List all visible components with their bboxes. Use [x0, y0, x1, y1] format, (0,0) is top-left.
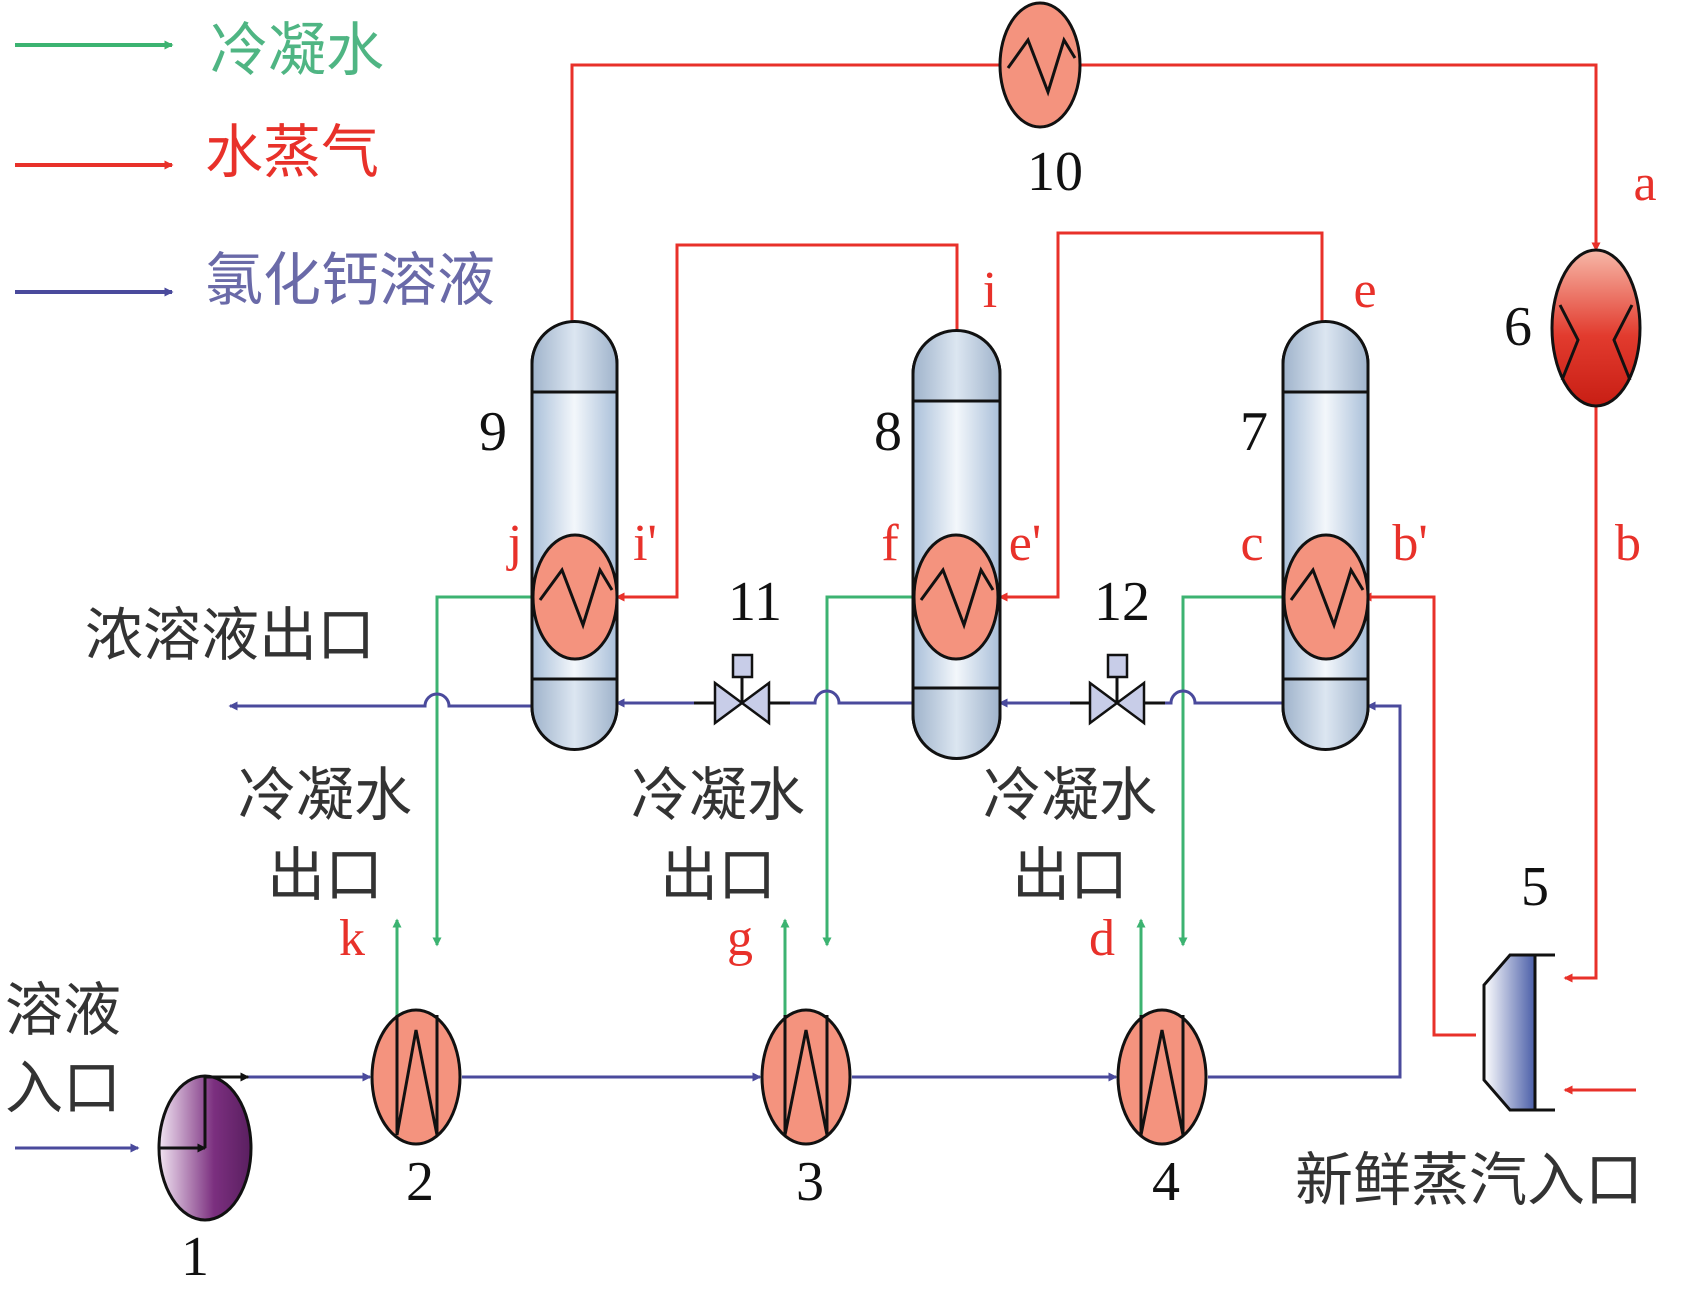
preheater-3-icon: [760, 1008, 852, 1146]
equipment-number-6: 6: [1504, 296, 1532, 358]
condensate-outlet-7-label-line2: 出口: [1012, 841, 1128, 909]
stream-point-labels: a b b' c d e e' f g i i' j k: [339, 155, 1657, 967]
legend-solution-label: 氯化钙溶液: [205, 246, 495, 314]
pump-1-icon: [157, 1072, 253, 1222]
column-9-heat-exchanger-icon: [531, 533, 619, 661]
condensate-outlet-8-label-line2: 出口: [660, 841, 776, 909]
condensate-outlet-8-label-line1: 冷凝水: [631, 761, 805, 829]
steam-mixer-5-icon: [1482, 953, 1555, 1112]
stream-point-g: g: [727, 910, 753, 967]
concentrate-outlet-label: 浓溶液出口: [85, 601, 375, 669]
legend-condensate-label: 冷凝水: [210, 16, 384, 84]
condensate-outlet-9-label-line1: 冷凝水: [238, 761, 412, 829]
equipment-number-5: 5: [1521, 856, 1549, 918]
stream-point-k: k: [339, 910, 365, 967]
condensate-outlet-7-label-line1: 冷凝水: [983, 761, 1157, 829]
stream-point-b: b: [1615, 515, 1641, 572]
compressor-6-icon: [1550, 248, 1642, 408]
condensate-lines: [392, 595, 1283, 1015]
preheater-4-icon: [1116, 1008, 1208, 1146]
equipment-numbers: 1 2 3 4 5 6 7 8 9 10 11 12: [181, 141, 1549, 1288]
equipment-number-8: 8: [874, 401, 902, 463]
column-7-heat-exchanger-icon: [1282, 533, 1370, 661]
equipment-number-12: 12: [1094, 571, 1150, 633]
equipment-number-10: 10: [1027, 141, 1083, 203]
condensate-outlet-9-label-line2: 出口: [267, 841, 383, 909]
solution-inlet-label-line2: 入口: [5, 1054, 121, 1122]
compressor-10-heat-exchanger-icon: [998, 1, 1082, 129]
stream-point-e-prime: e': [1009, 515, 1041, 572]
throttle-valve-11-icon: [694, 653, 790, 726]
solution-lines: [15, 689, 1402, 1153]
legend: 冷凝水 水蒸气 氯化钙溶液: [15, 16, 495, 314]
stream-point-f: f: [881, 515, 899, 572]
stream-point-i: i: [983, 262, 997, 319]
legend-steam-label: 水蒸气: [205, 118, 379, 186]
solution-inlet-label-line1: 溶液: [5, 976, 121, 1044]
stream-point-b-prime: b': [1392, 515, 1427, 572]
throttle-valve-12-icon: [1070, 653, 1165, 726]
equipment-number-4: 4: [1152, 1151, 1180, 1213]
fresh-steam-inlet-label: 新鲜蒸汽入口: [1295, 1146, 1643, 1214]
preheater-2-icon: [370, 1008, 462, 1146]
equipment-number-1: 1: [181, 1226, 209, 1288]
stream-point-c: c: [1240, 515, 1263, 572]
equipment-number-11: 11: [728, 571, 782, 633]
column-8-heat-exchanger-icon: [912, 533, 1000, 661]
equipment-number-9: 9: [479, 401, 507, 463]
equipment-number-7: 7: [1240, 401, 1268, 463]
stream-labels: 浓溶液出口 冷凝水 出口 冷凝水 出口 冷凝水 出口 溶液 入口 新鲜蒸汽入口: [5, 601, 1643, 1214]
stream-point-j: j: [506, 515, 522, 572]
stream-point-i-prime: i': [633, 515, 657, 572]
equipment-number-3: 3: [796, 1151, 824, 1213]
stream-point-e: e: [1353, 262, 1376, 319]
stream-point-a: a: [1633, 155, 1656, 212]
steam-lines: [570, 60, 1636, 1095]
equipment-number-2: 2: [406, 1151, 434, 1213]
stream-point-d: d: [1089, 910, 1115, 967]
